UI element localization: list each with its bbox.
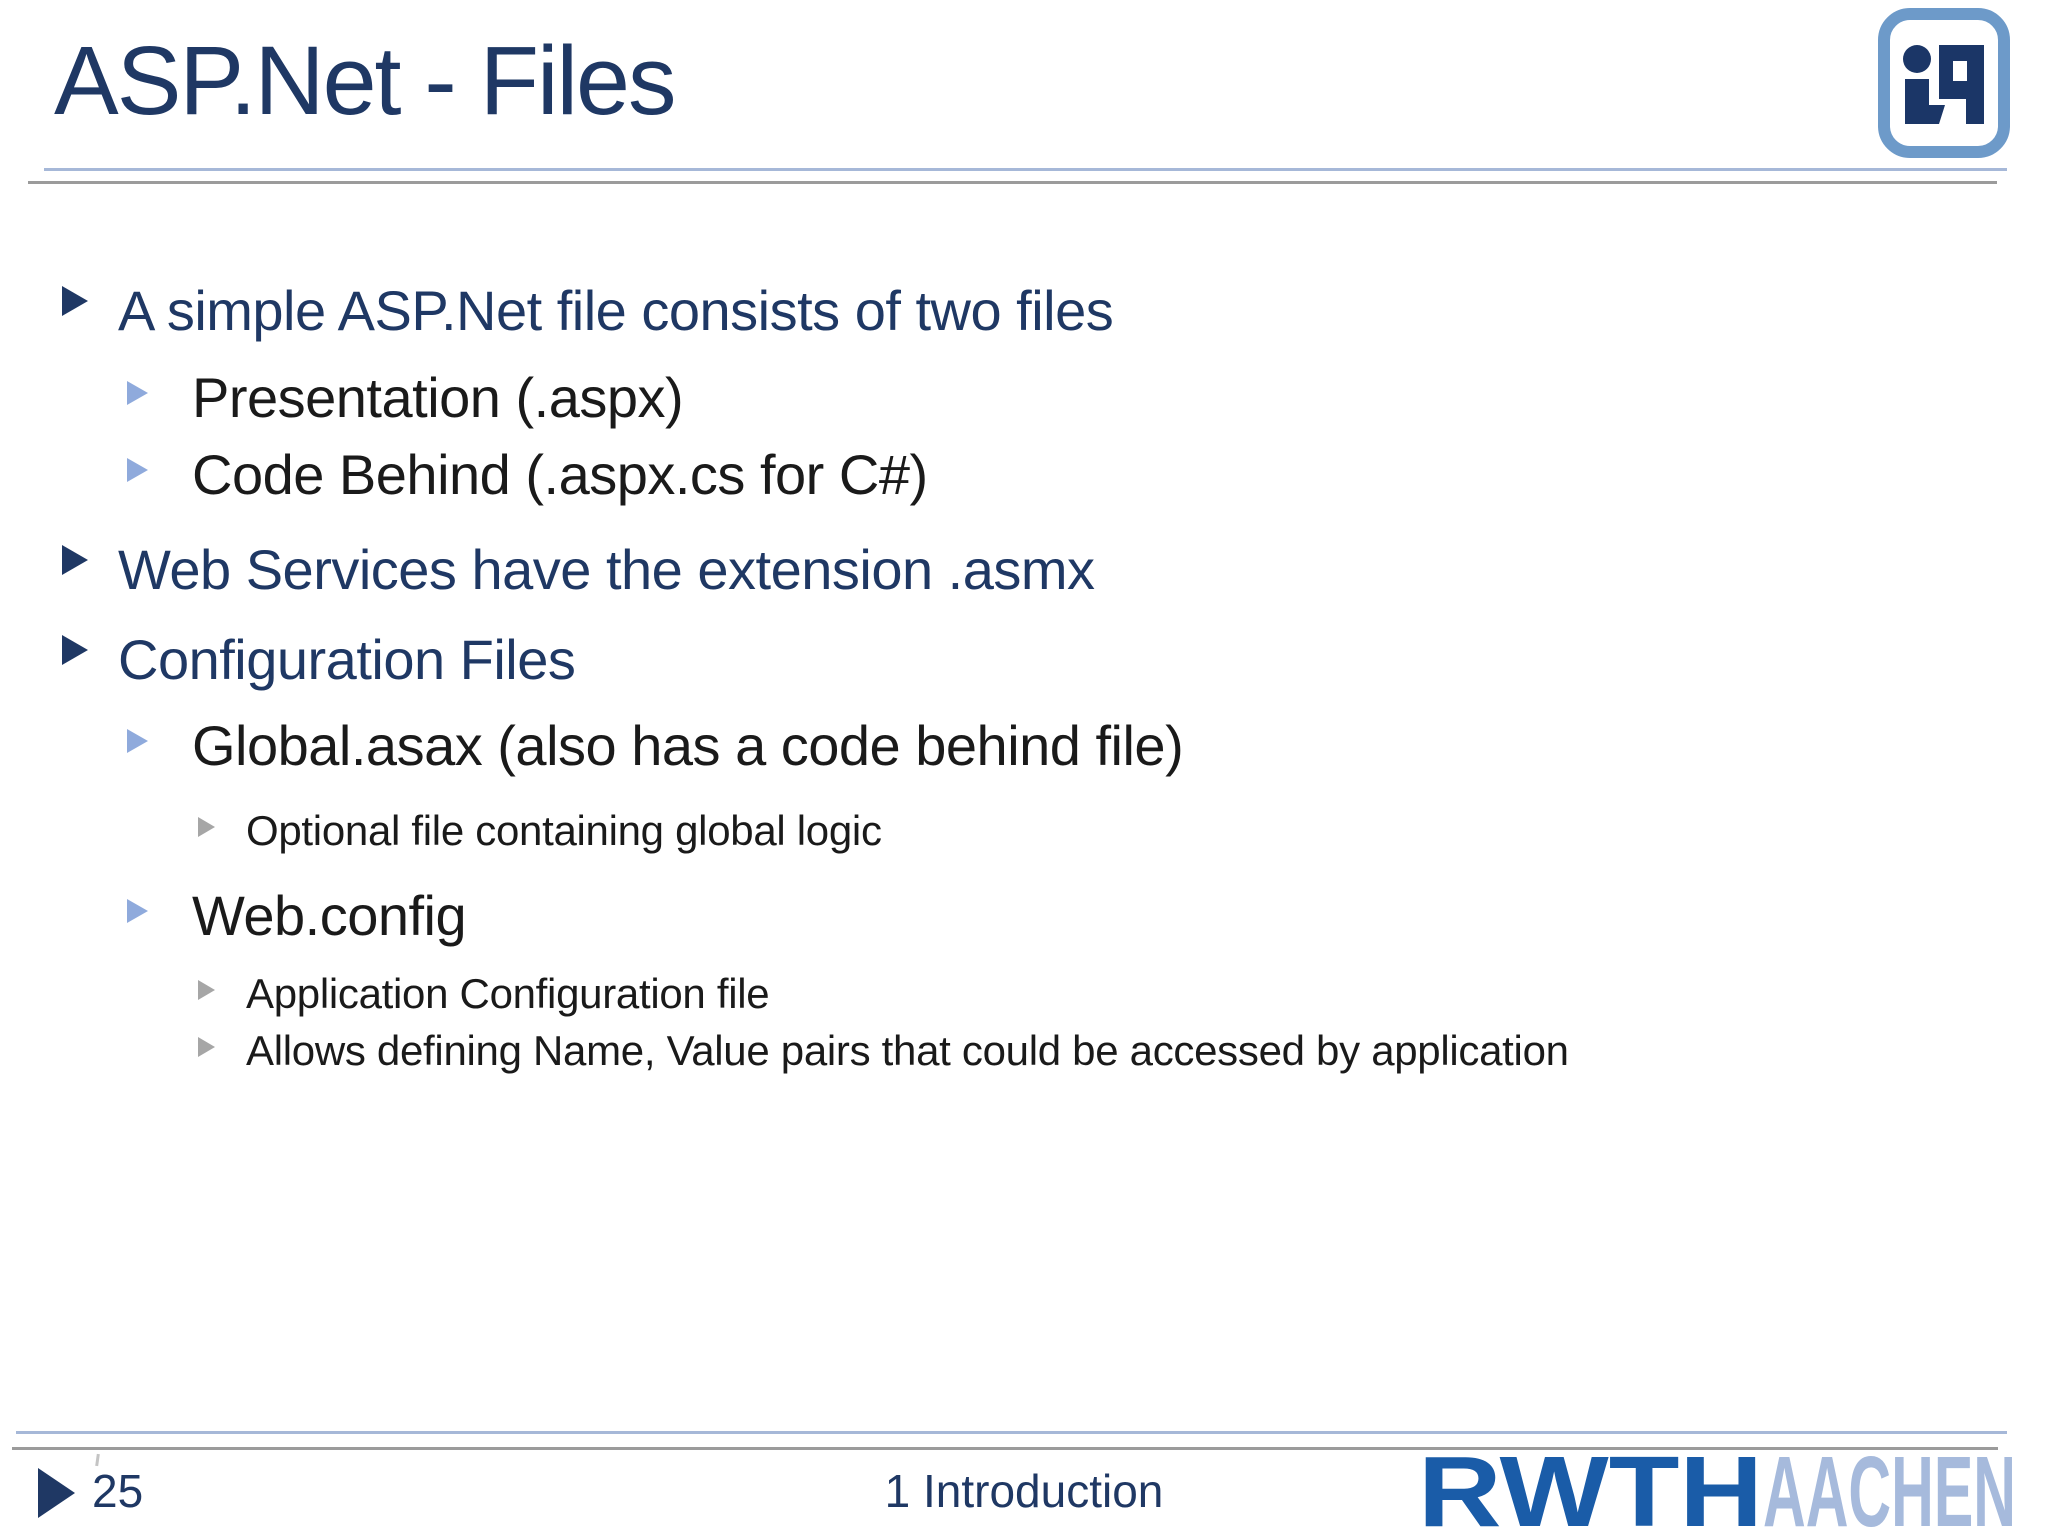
bullet-triangle-icon xyxy=(62,286,88,316)
bullet-triangle-icon xyxy=(127,381,148,405)
rwth-aachen-logo: RWTH AACHEN xyxy=(1418,1450,2016,1532)
bullet-text: Code Behind (.aspx.cs for C#) xyxy=(192,443,928,506)
bullet-text: Web.config xyxy=(192,884,467,947)
footer-rule-gray xyxy=(12,1447,1998,1450)
footer-arrow-icon xyxy=(38,1468,75,1518)
footer-section-label: 1 Introduction xyxy=(884,1465,1164,1517)
svg-text:RWTH: RWTH xyxy=(1418,1450,1763,1532)
footer-rule-blue xyxy=(16,1431,2007,1434)
bullet-triangle-icon xyxy=(62,545,88,575)
bullet-text: Optional file containing global logic xyxy=(246,807,882,854)
bullet-text: A simple ASP.Net file consists of two fi… xyxy=(118,279,1114,342)
bullet-text: Allows defining Name, Value pairs that c… xyxy=(246,1027,1569,1074)
bullet-text: Presentation (.aspx) xyxy=(192,366,684,429)
bullet-triangle-icon xyxy=(198,817,215,837)
header-rule-gray xyxy=(28,181,1997,184)
bullet-triangle-icon xyxy=(198,1037,215,1057)
bullet-triangle-icon xyxy=(62,635,88,665)
bullet-triangle-icon xyxy=(127,899,148,923)
page-title: ASP.Net - Files xyxy=(54,26,676,135)
header-rule-blue xyxy=(44,168,2007,171)
bullet-text: Configuration Files xyxy=(118,628,576,691)
svg-text:AACHEN: AACHEN xyxy=(1763,1450,2016,1532)
bullet-triangle-icon xyxy=(198,980,215,1000)
i9-logo-icon xyxy=(1878,8,2010,158)
page-number: 25 xyxy=(92,1465,144,1517)
bullet-text: Application Configuration file xyxy=(246,970,770,1017)
bullet-triangle-icon xyxy=(127,729,148,753)
bullet-text: Global.asax (also has a code behind file… xyxy=(192,714,1184,777)
bullet-triangle-icon xyxy=(127,458,148,482)
bullet-text: Web Services have the extension .asmx xyxy=(118,538,1095,601)
